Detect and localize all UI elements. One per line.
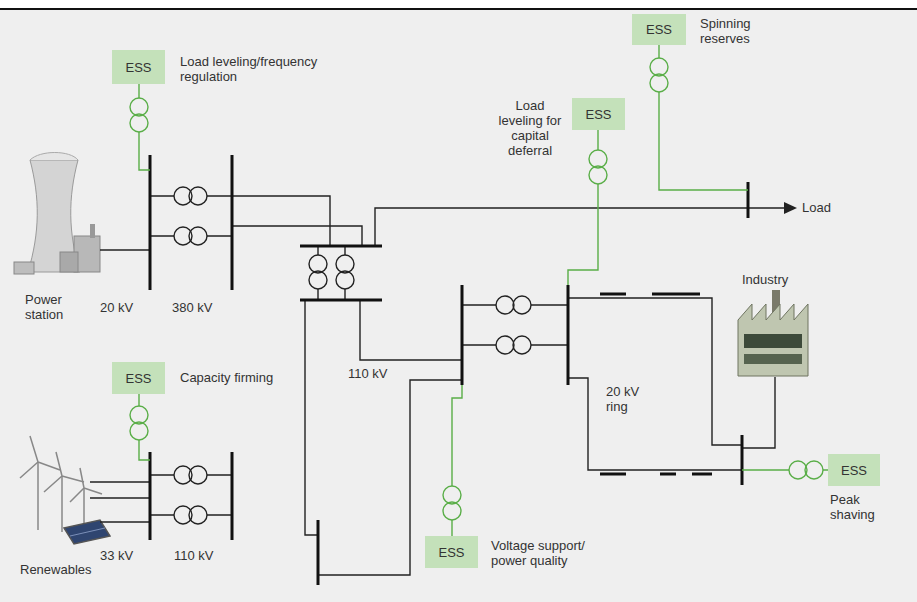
ess-box: ESSSpinning reserves: [632, 14, 686, 45]
power-station-icon: [14, 153, 100, 275]
ess-box: ESSLoad leveling for capital deferral: [572, 98, 625, 130]
panel-ground: [0, 10, 917, 602]
ess-box: ESSVoltage support/ power quality: [425, 536, 478, 568]
ess-wires: [130, 45, 828, 536]
ess-function-label: Spinning reserves: [700, 16, 780, 46]
grid-label: 110 kV: [174, 548, 230, 563]
ess-function-label: Load leveling for capital deferral: [494, 98, 566, 158]
grid-label: 20 kV: [100, 300, 148, 315]
grid-label: Power station: [25, 292, 91, 322]
top-rule: [0, 8, 917, 10]
grid-label: 110 kV: [348, 366, 404, 381]
ess-label: ESS: [585, 107, 611, 122]
ess-box: ESSLoad leveling/frequency regulation: [112, 50, 165, 84]
grid-label: Load: [802, 200, 862, 215]
grid-label: 20 kV ring: [606, 384, 656, 414]
busbars: [150, 155, 748, 585]
ess-function-label: Voltage support/ power quality: [491, 538, 609, 568]
grid-label: Industry: [742, 272, 822, 287]
ess-function-label: Capacity firming: [180, 370, 320, 385]
ess-label: ESS: [438, 545, 464, 560]
ess-box: ESSPeak shaving: [828, 454, 880, 486]
ess-label: ESS: [125, 371, 151, 386]
renewables-icon: [20, 436, 110, 544]
ess-function-label: Peak shaving: [830, 492, 890, 522]
ess-label: ESS: [841, 463, 867, 478]
grid-label: Renewables: [20, 562, 120, 577]
ess-label: ESS: [125, 60, 151, 75]
industry-icon: [738, 290, 808, 376]
grid-label: 33 kV: [100, 548, 148, 563]
load-arrowhead: [784, 202, 797, 214]
network-wires: [90, 187, 786, 575]
ess-label: ESS: [646, 22, 672, 37]
grid-label: 380 kV: [172, 300, 228, 315]
ess-box: ESSCapacity firming: [112, 362, 165, 394]
ess-function-label: Load leveling/frequency regulation: [180, 54, 355, 84]
